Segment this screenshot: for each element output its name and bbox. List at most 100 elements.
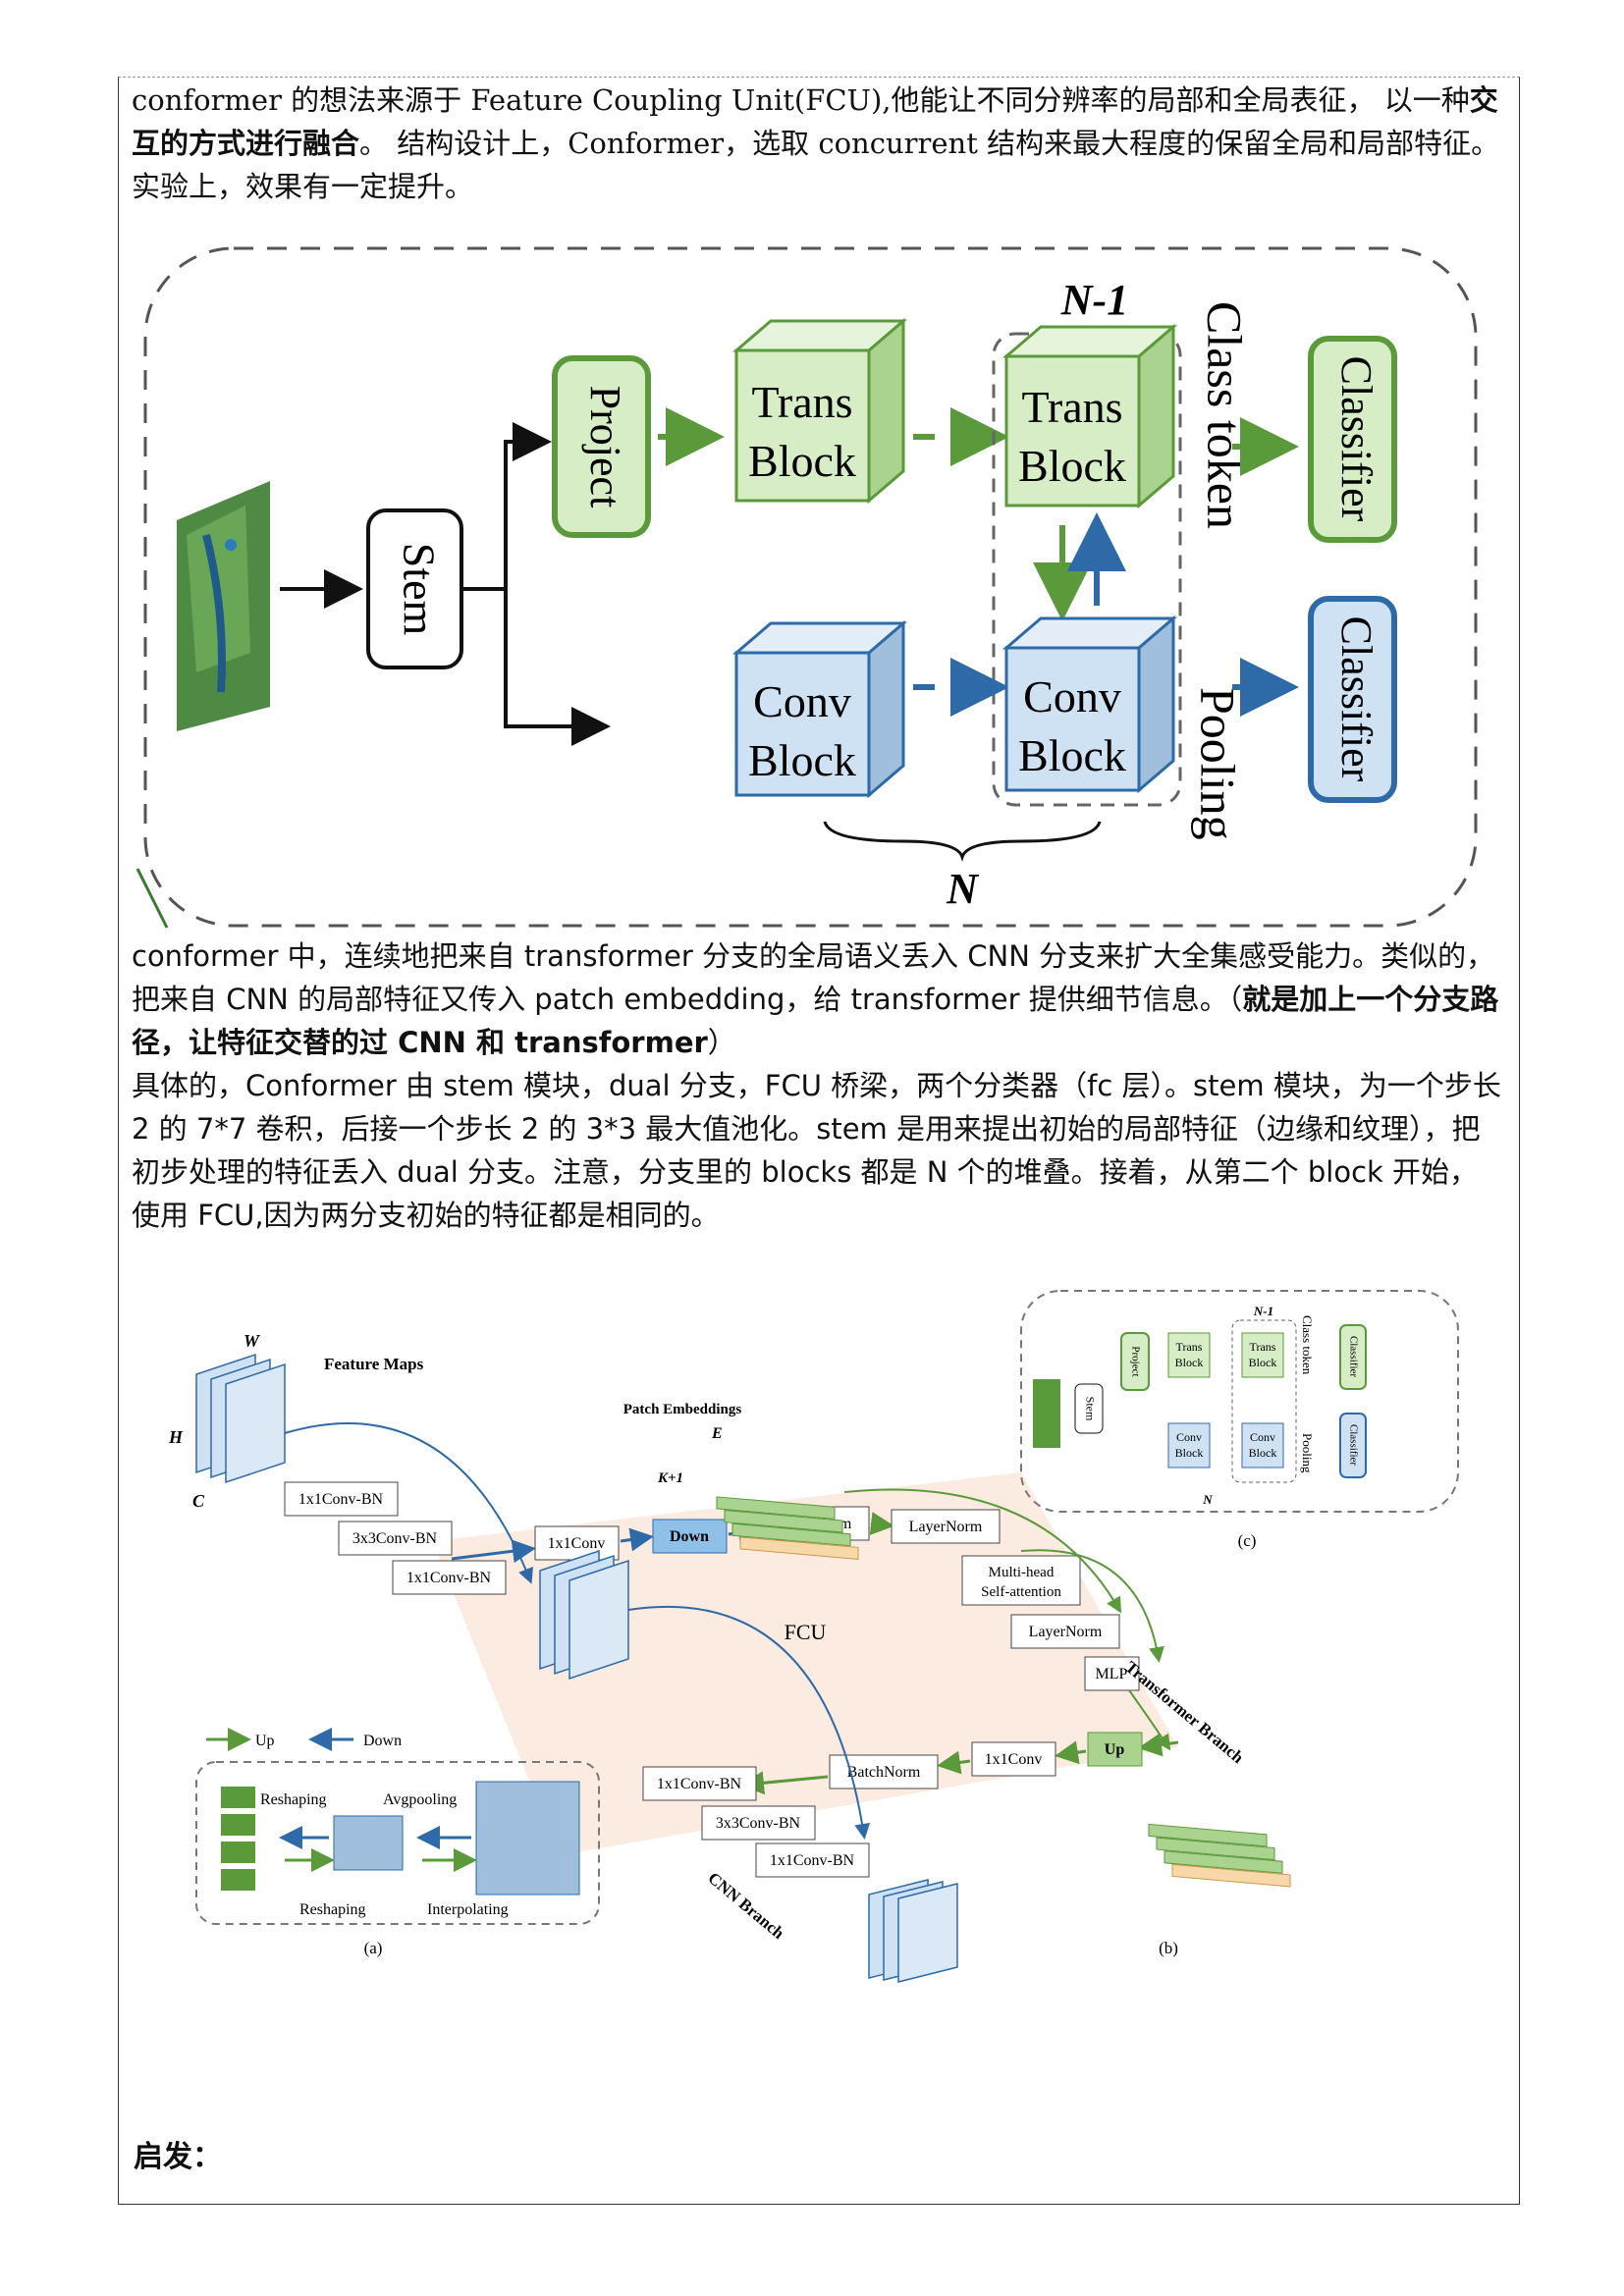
panel-a-green-stack [221, 1787, 255, 1891]
cnn-branch-label: CNN Branch [704, 1869, 787, 1944]
svg-text:Stem: Stem [1083, 1397, 1097, 1421]
class-token-label: Class token [1198, 301, 1253, 529]
document-frame [118, 77, 1520, 2205]
classifier-transformer [1308, 336, 1397, 543]
svg-text:MLP: MLP [1096, 1666, 1128, 1682]
svg-text:Trans: Trans [1176, 1340, 1203, 1354]
patch-embeddings-top [716, 1496, 859, 1561]
svg-text:Trans: Trans [1021, 382, 1122, 432]
svg-text:Project: Project [1129, 1346, 1141, 1376]
down-block [652, 1519, 728, 1554]
svg-text:C: C [192, 1491, 205, 1511]
outer-dashed-border [143, 246, 1478, 928]
svg-text:Classifier: Classifier [1332, 356, 1380, 522]
mhsa-block [961, 1555, 1081, 1606]
paragraph-intro: conformer 的想法来源于 Feature Coupling Unit(F… [132, 83, 1500, 203]
trans-layernorm-2 [1010, 1614, 1120, 1649]
svg-text:Block: Block [1249, 1446, 1277, 1460]
panel-c-box [1020, 1290, 1459, 1513]
svg-text:Down: Down [363, 1733, 402, 1749]
svg-text:Block: Block [748, 436, 856, 486]
svg-text:Block: Block [1249, 1356, 1277, 1369]
panel-a-mid-stack [333, 1815, 404, 1871]
classifier-cnn [1308, 596, 1397, 803]
svg-text:Block: Block [1018, 730, 1126, 780]
svg-text:1x1Conv-BN: 1x1Conv-BN [406, 1570, 492, 1586]
project-block [552, 355, 651, 538]
panel-a-grid-stack [475, 1781, 580, 1896]
feature-maps-middle [539, 1549, 629, 1681]
trans-layernorm-1 [891, 1509, 1001, 1544]
panel-a-box [195, 1761, 600, 1925]
project-label: Project [581, 386, 629, 508]
svg-text:Block: Block [1018, 441, 1126, 491]
trans-block-2: Trans Block [1001, 323, 1178, 509]
svg-text:N-1: N-1 [1253, 1304, 1273, 1318]
n-label: N [946, 865, 980, 913]
batchnorm-block [829, 1754, 939, 1789]
svg-text:Conv: Conv [1250, 1430, 1275, 1444]
svg-text:1x1Conv-BN: 1x1Conv-BN [770, 1852, 855, 1869]
cnn-bottom-stack: 1x1Conv-BN 3x3Conv-BN 1x1Conv-BN [642, 1766, 870, 1878]
svg-text:LayerNorm: LayerNorm [909, 1519, 983, 1535]
feature-maps-bottom [868, 1879, 958, 1983]
svg-text:K+1: K+1 [657, 1470, 683, 1486]
svg-text:Avgpooling: Avgpooling [383, 1791, 457, 1808]
conv-block-2: Conv Block [1001, 614, 1178, 794]
legend-up: Up [206, 1728, 275, 1751]
paragraph-details: 具体的，Conformer 由 stem 模块，dual 分支，FCU 桥梁，两… [132, 1069, 1501, 1232]
svg-text:H: H [168, 1427, 184, 1447]
svg-text:Pooling: Pooling [1300, 1433, 1315, 1473]
svg-text:Down: Down [670, 1528, 709, 1545]
svg-text:Conv: Conv [753, 676, 851, 726]
fcu-1x1conv-up [971, 1741, 1056, 1777]
svg-text:Trans: Trans [751, 377, 852, 427]
svg-text:Classifier: Classifier [1347, 1336, 1359, 1377]
leaf-decoration [135, 868, 169, 929]
svg-text:BatchNorm: BatchNorm [847, 1764, 921, 1781]
patch-embeddings-bottom [1148, 1823, 1291, 1888]
legend-down: Down [308, 1728, 402, 1751]
svg-text:Class token: Class token [1300, 1315, 1315, 1375]
input-image [177, 481, 270, 731]
svg-text:W: W [244, 1331, 261, 1351]
svg-text:Conv: Conv [1023, 671, 1121, 721]
svg-text:Interpolating: Interpolating [427, 1901, 509, 1918]
svg-text:E: E [711, 1425, 723, 1442]
svg-text:1x1Conv: 1x1Conv [548, 1535, 606, 1552]
svg-text:1x1Conv: 1x1Conv [985, 1751, 1043, 1768]
svg-text:Up: Up [255, 1733, 275, 1749]
stem-label: Stem [394, 543, 444, 636]
svg-text:(a): (a) [364, 1939, 383, 1957]
svg-text:Block: Block [748, 735, 856, 785]
svg-text:Feature Maps: Feature Maps [324, 1355, 424, 1373]
svg-text:Classifier: Classifier [1332, 616, 1380, 782]
svg-text:1x1Conv-BN: 1x1Conv-BN [657, 1776, 742, 1792]
inspiration-label: 启发： [134, 2140, 222, 2174]
fcu-label: FCU [785, 1620, 827, 1644]
svg-text:Conv: Conv [1176, 1430, 1202, 1444]
conformer-detail-figure: FCU W H C Feature Maps 1x1Conv-BN 3x3Con… [168, 1290, 1459, 1983]
svg-text:(c): (c) [1238, 1531, 1257, 1550]
svg-text:Multi-head: Multi-head [989, 1565, 1055, 1580]
svg-text:3x3Conv-BN: 3x3Conv-BN [352, 1530, 438, 1547]
svg-text:Self-attention: Self-attention [981, 1584, 1061, 1600]
n-minus-1-label: N-1 [1060, 276, 1128, 324]
svg-text:Patch Embeddings: Patch Embeddings [623, 1402, 742, 1417]
n-brace [823, 821, 1102, 863]
panel-c-diagram: Stem Project Trans Block Conv Block N-1 … [1033, 1304, 1367, 1507]
svg-text:Up: Up [1105, 1741, 1125, 1758]
svg-text:(b): (b) [1159, 1939, 1178, 1957]
feature-maps-top [195, 1353, 286, 1484]
svg-text:Classifier: Classifier [1347, 1424, 1359, 1466]
svg-text:Block: Block [1175, 1356, 1204, 1369]
svg-text:3x3Conv-BN: 3x3Conv-BN [716, 1815, 801, 1832]
cnn-top-stack: 1x1Conv-BN 3x3Conv-BN 1x1Conv-BN [284, 1481, 507, 1595]
conv-block-1: Conv Block [731, 619, 908, 799]
svg-text:Trans: Trans [1250, 1340, 1276, 1354]
svg-text:LayerNorm: LayerNorm [1029, 1624, 1103, 1640]
svg-text:N: N [1202, 1492, 1213, 1507]
mlp-block [1084, 1656, 1140, 1691]
svg-text:Block: Block [1175, 1446, 1204, 1460]
trans-block-1: Trans Block [731, 317, 908, 505]
